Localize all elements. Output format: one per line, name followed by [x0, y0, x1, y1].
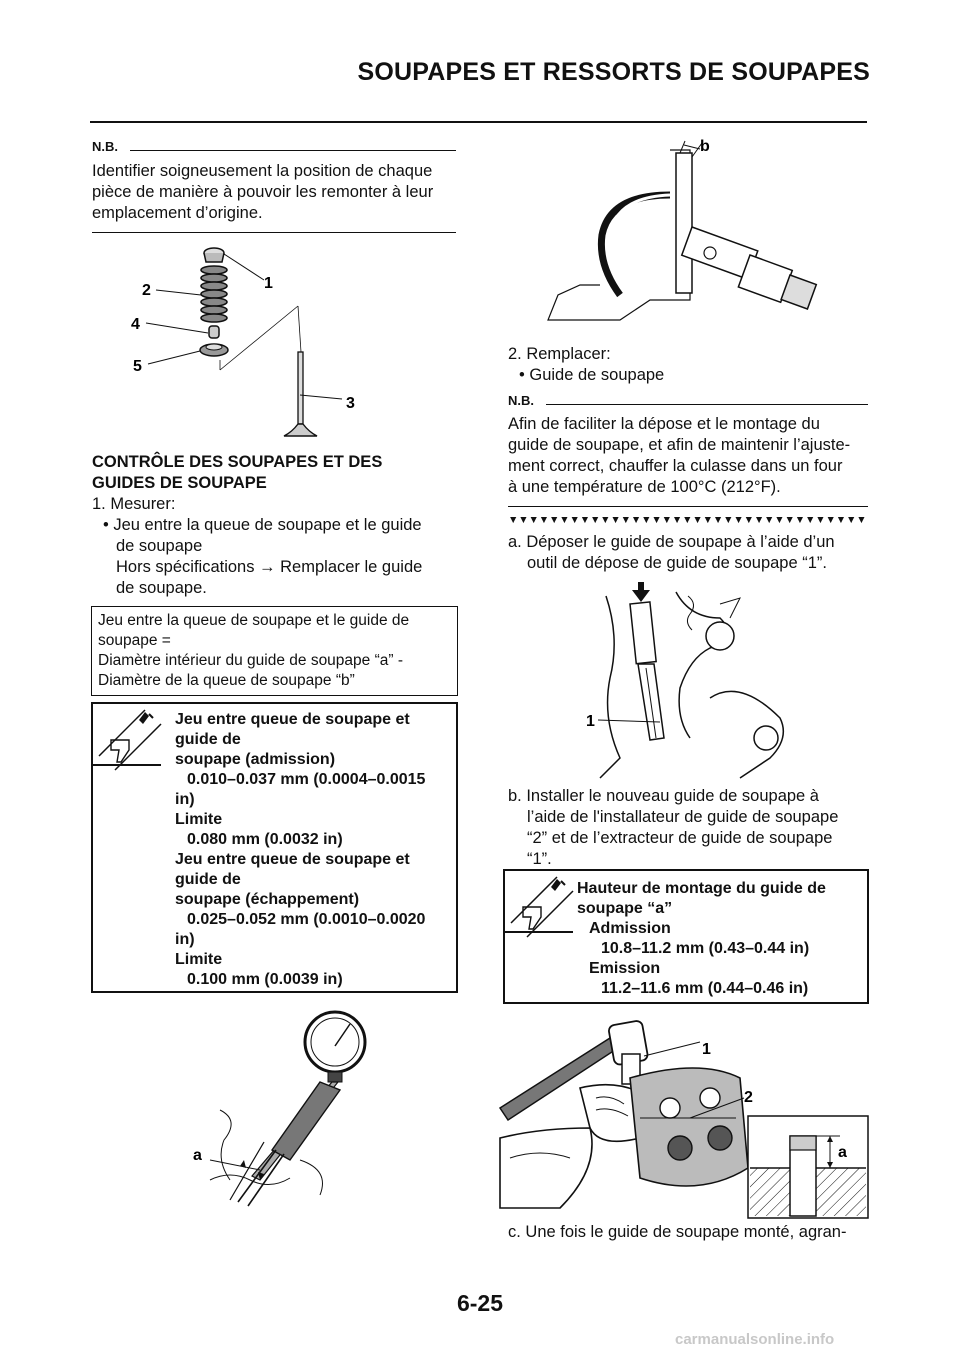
step-c: c. Une fois le guide de soupape monté, a… [508, 1223, 847, 1241]
caliper-icon [510, 876, 574, 938]
page-title: SOUPAPES ET RESSORTS DE SOUPAPES [357, 58, 870, 86]
label-3: 3 [346, 395, 355, 412]
micrometer-illustration: b [547, 138, 818, 321]
nb-label-2: N.B. [508, 393, 534, 408]
label-1-removal: 1 [586, 713, 595, 730]
nb-text: Identifier soigneusement la position de … [92, 162, 434, 222]
step-b: b. Installer le nouveau guide de soupape… [508, 787, 839, 868]
nb-rule-bottom [92, 232, 456, 233]
label-b: b [700, 138, 710, 155]
spec-box-guide-height: Hauteur de montage du guide de soupape “… [503, 869, 869, 1004]
label-a-install: a [838, 1144, 847, 1161]
spec-box-clearance: Jeu entre queue de soupape et guide de s… [91, 702, 458, 993]
label-2-install: 2 [744, 1089, 753, 1106]
label-a: a [193, 1147, 202, 1164]
formula-box: Jeu entre la queue de soupape et le guid… [91, 606, 458, 696]
label-4: 4 [131, 316, 140, 333]
page-number: 6-25 [456, 1290, 504, 1316]
caliper-icon [98, 709, 162, 771]
guide-installation-illustration: 1 2 a [498, 1020, 869, 1219]
step-a: a. Déposer le guide de soupape à l’aide … [508, 533, 835, 572]
spec-values: Jeu entre queue de soupape et guide de s… [175, 711, 426, 988]
nb-rule-2 [546, 404, 868, 405]
bore-gauge-illustration: a [193, 1010, 367, 1207]
label-2: 2 [142, 282, 151, 299]
header-rule [90, 121, 867, 123]
nb-text-2: Afin de faciliter la dépose et le montag… [508, 415, 851, 496]
label-1-install: 1 [702, 1041, 711, 1058]
spec-values-2: Hauteur de montage du guide de soupape “… [577, 880, 826, 997]
icon-rule [505, 931, 573, 933]
label-5: 5 [133, 358, 142, 375]
valve-parts-illustration: 1 2 3 4 5 [131, 247, 355, 437]
procedure-start-marker: ▼▼▼▼▼▼▼▼▼▼▼▼▼▼▼▼▼▼▼▼▼▼▼▼▼▼▼▼▼▼▼▼▼▼▼ [508, 514, 867, 526]
guide-removal-illustration: 1 [586, 582, 785, 779]
nb-rule-2-bottom [508, 506, 868, 507]
watermark: carmanualsonline.info [675, 1331, 835, 1348]
nb-rule [130, 150, 456, 151]
icon-rule [93, 764, 161, 766]
label-1: 1 [264, 275, 273, 292]
step-replace: 2. Remplacer: • Guide de soupape [508, 345, 665, 384]
section-title: CONTRÔLE DES SOUPAPES ET DES GUIDES DE S… [92, 453, 383, 492]
step-measure: 1. Mesurer: • Jeu entre la queue de soup… [92, 495, 423, 597]
nb-label: N.B. [92, 139, 118, 154]
